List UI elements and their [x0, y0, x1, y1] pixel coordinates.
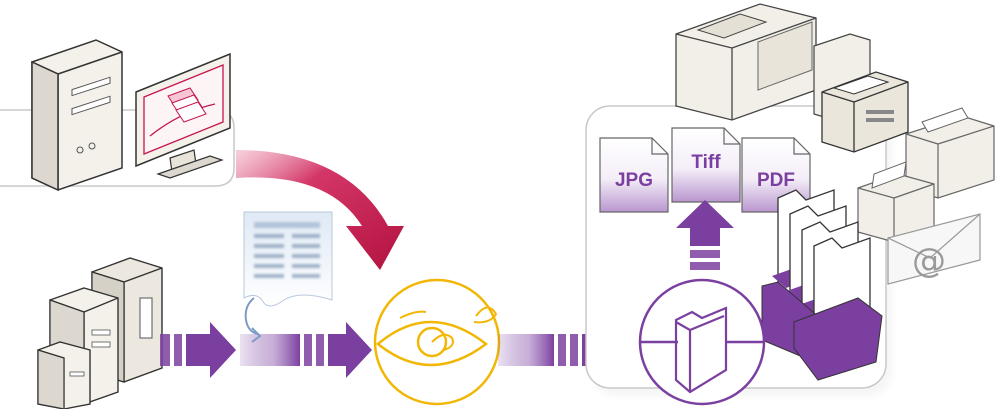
workstation-computer-icon — [31, 39, 231, 192]
scanner-icon — [857, 161, 935, 243]
server-to-capture-arrow — [160, 322, 372, 378]
email-at-symbol: @ — [912, 241, 946, 281]
workstation-to-capture-arrow — [236, 150, 404, 270]
server-rack-icon — [37, 257, 163, 409]
output-format-label: PDF — [757, 170, 795, 191]
printer-icon — [821, 71, 909, 153]
eye-capture-icon — [373, 278, 501, 406]
process-to-formats-arrow — [676, 200, 734, 270]
output-format-jpg: JPG — [599, 137, 669, 213]
folder-process-icon — [638, 278, 766, 406]
folder-stack-icon — [761, 189, 883, 381]
fax-machine-icon — [905, 107, 995, 199]
email-envelope-icon: @ — [887, 213, 981, 285]
output-format-label: Tiff — [691, 152, 721, 173]
output-format-label: JPG — [615, 170, 653, 191]
output-format-tiff: Tiff — [671, 127, 741, 203]
scanned-document-icon — [243, 211, 333, 343]
